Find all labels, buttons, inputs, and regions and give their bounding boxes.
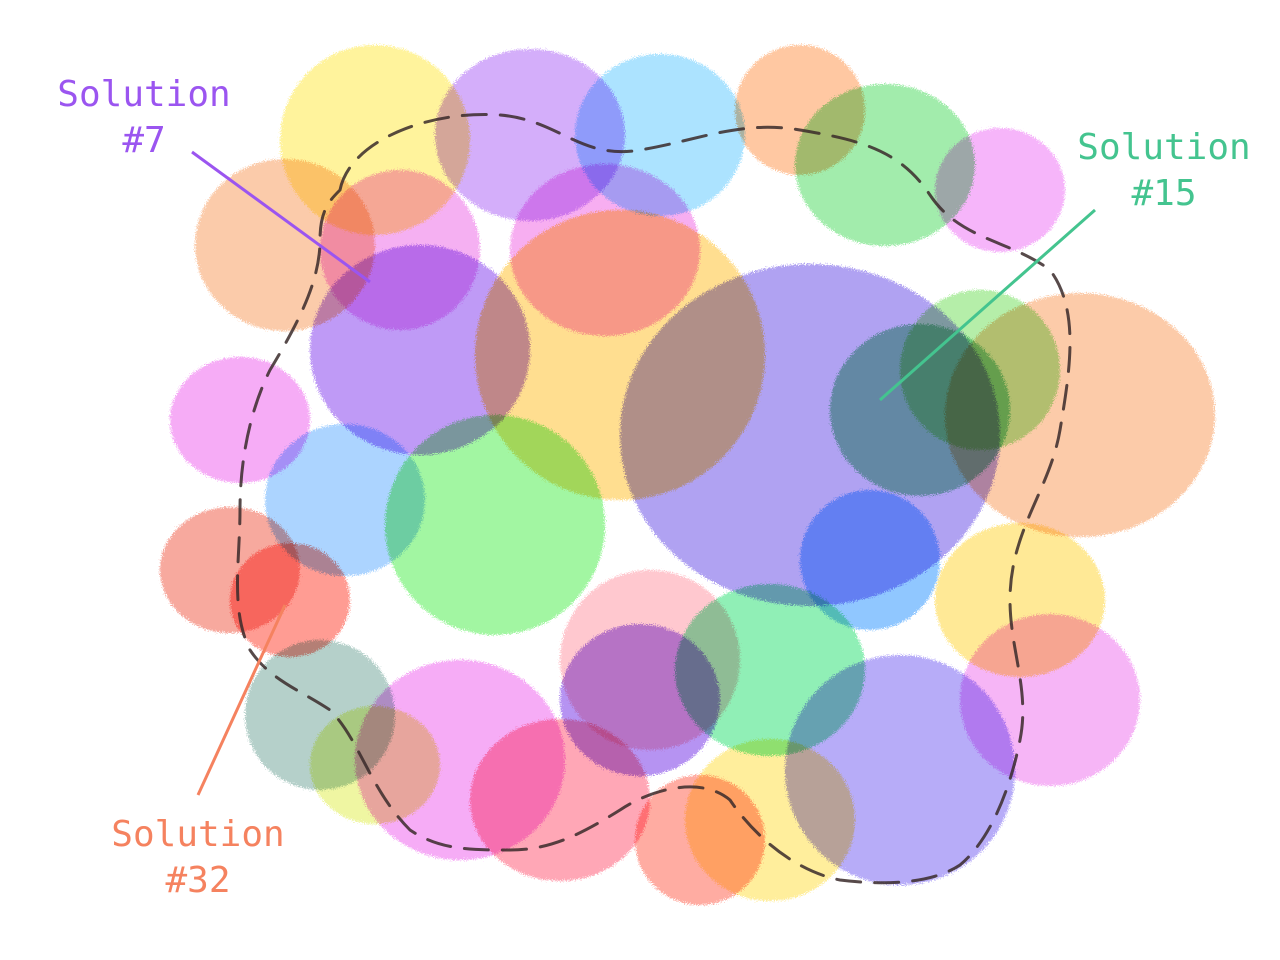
watercolor-blob xyxy=(170,357,310,483)
watercolor-blob xyxy=(310,245,530,455)
leader-lines xyxy=(191,150,1096,796)
leader-line-solution-32 xyxy=(196,604,287,796)
label-solution-15: Solution #15 xyxy=(1064,125,1264,217)
watercolor-blob xyxy=(265,424,425,576)
leader-line-solution-15 xyxy=(879,208,1096,402)
watercolor-blob xyxy=(795,84,975,246)
label-solution-7-line1: Solution xyxy=(57,74,231,115)
label-solution-7: Solution #7 xyxy=(44,72,244,164)
watercolor-blob xyxy=(230,543,350,657)
label-solution-32: Solution #32 xyxy=(98,812,298,904)
solution-blobs xyxy=(160,45,1215,905)
watercolor-blob xyxy=(935,128,1065,252)
watercolor-blob xyxy=(385,415,605,635)
leader-line-solution-7 xyxy=(191,150,371,284)
label-solution-32-line1: Solution xyxy=(111,814,285,855)
label-solution-7-line2: #7 xyxy=(122,120,166,161)
label-solution-15-line2: #15 xyxy=(1131,173,1197,214)
watercolor-blob xyxy=(355,660,565,860)
feasible-region-boundary xyxy=(236,112,1072,885)
label-solution-32-line2: #32 xyxy=(165,860,231,901)
watercolor-blob xyxy=(800,490,940,630)
watercolor-blob xyxy=(635,775,765,905)
watercolor-blob xyxy=(900,290,1060,450)
label-solution-15-line1: Solution xyxy=(1077,127,1251,168)
